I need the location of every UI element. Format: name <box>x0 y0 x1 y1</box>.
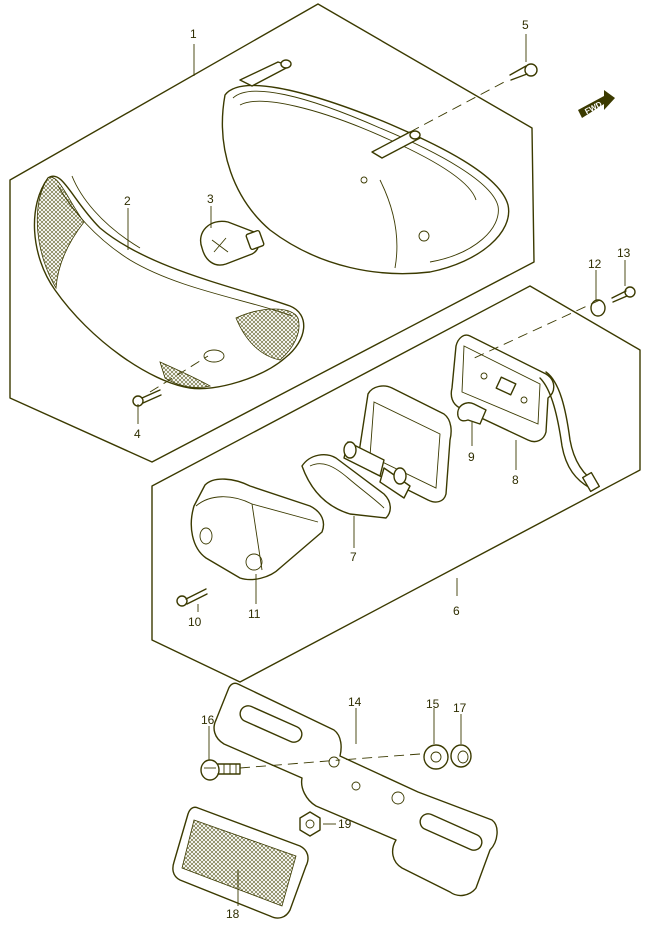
callout-7: 7 <box>350 550 357 564</box>
washer-15 <box>423 744 449 770</box>
group-1-frame <box>9 3 535 463</box>
callout-11: 11 <box>248 607 261 621</box>
callout-5: 5 <box>522 18 529 32</box>
tail-lens <box>190 478 325 581</box>
callout-14: 14 <box>348 695 362 709</box>
screw-4 <box>132 389 162 407</box>
gasket <box>301 454 391 519</box>
callout-9: 9 <box>468 450 475 464</box>
callout-1: 1 <box>190 27 197 41</box>
callout-12: 12 <box>588 257 602 271</box>
callout-18: 18 <box>226 907 240 921</box>
callout-15: 15 <box>426 697 440 711</box>
bolt-16 <box>200 759 241 781</box>
screw-10 <box>176 588 208 607</box>
bulb-9 <box>457 402 487 425</box>
callout-8: 8 <box>512 473 519 487</box>
callout-labels: 1 2 3 4 5 6 7 8 9 10 11 12 13 14 15 17 1… <box>124 18 631 921</box>
callout-13: 13 <box>617 246 631 260</box>
callout-3: 3 <box>207 192 214 206</box>
socket-reflector <box>343 385 452 503</box>
callout-4: 4 <box>134 427 141 441</box>
screw-5 <box>509 63 538 81</box>
screw-13 <box>611 286 636 303</box>
callout-19: 19 <box>338 817 352 831</box>
nut-17 <box>450 744 472 768</box>
callout-16: 16 <box>201 713 215 727</box>
reflector <box>172 806 309 919</box>
callout-16-17: 17 <box>453 701 467 715</box>
forward-direction-badge: FWD <box>578 90 615 118</box>
callout-10: 10 <box>188 615 202 629</box>
callout-6: 6 <box>453 604 460 618</box>
callout-2: 2 <box>124 194 131 208</box>
license-bracket <box>213 682 498 897</box>
alignment-lines <box>149 79 601 769</box>
group-6-frame <box>151 285 641 683</box>
washer-12 <box>590 299 606 317</box>
turn-signal-housing <box>221 59 510 275</box>
turn-signal-lens <box>33 175 305 390</box>
bulb <box>199 220 265 266</box>
leader-lines <box>127 34 626 906</box>
nut-19 <box>299 811 321 837</box>
